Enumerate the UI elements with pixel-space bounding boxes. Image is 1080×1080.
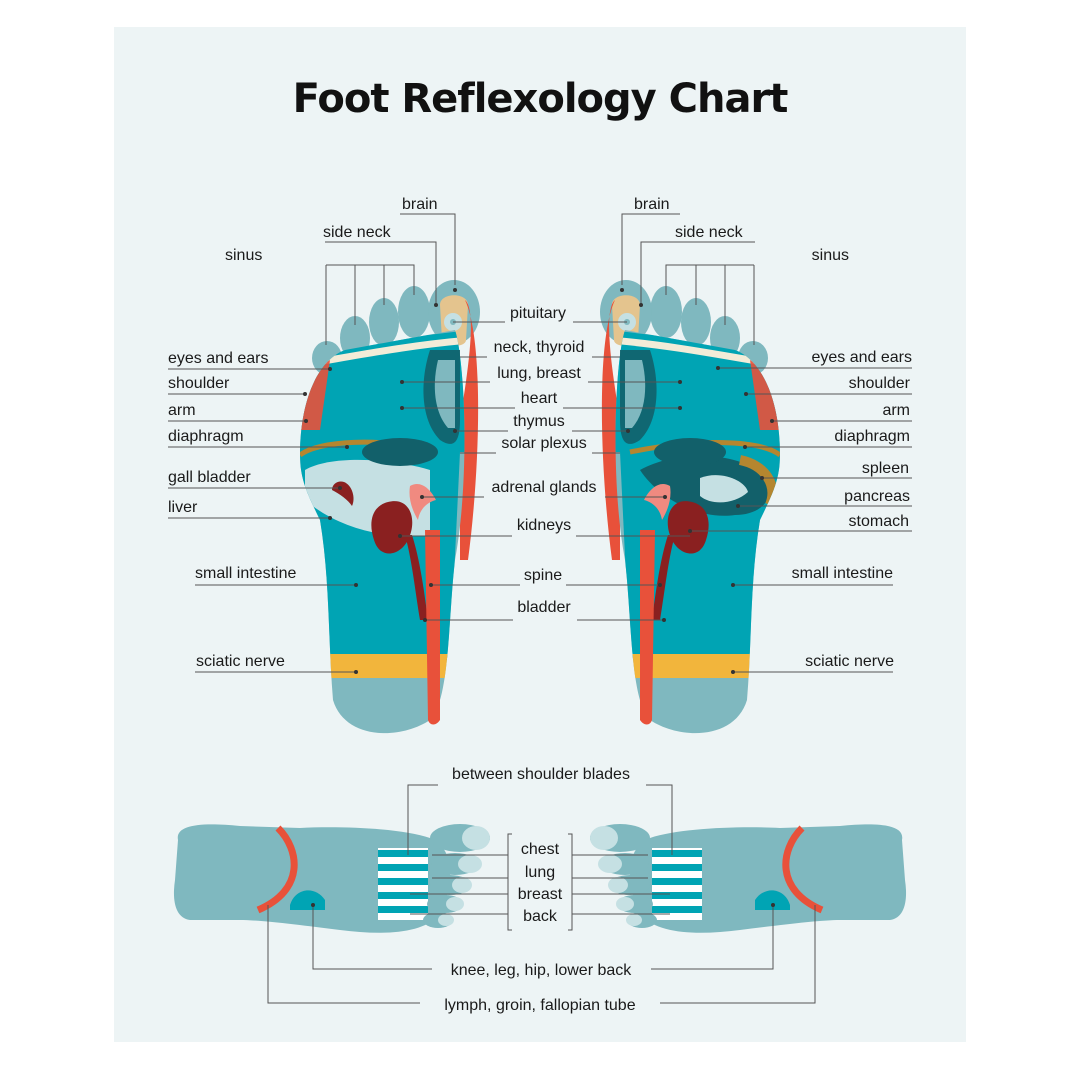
label-gall-bladder: gall bladder bbox=[168, 469, 251, 486]
label-liver: liver bbox=[168, 499, 198, 516]
label-right-arm: arm bbox=[882, 402, 910, 419]
right-labels: brain side neck sinus eyes and ears shou… bbox=[634, 196, 912, 670]
label-lymph-groin-fallopian-tube: lymph, groin, fallopian tube bbox=[444, 997, 635, 1014]
left-labels: brain side neck sinus eyes and ears shou… bbox=[168, 196, 438, 670]
label-pituitary: pituitary bbox=[510, 305, 566, 322]
label-right-small-intestine: small intestine bbox=[792, 565, 893, 582]
leader-lines bbox=[168, 213, 912, 1004]
label-spine: spine bbox=[524, 567, 562, 584]
label-neck-thyroid: neck, thyroid bbox=[494, 339, 585, 356]
label-lung-breast: lung, breast bbox=[497, 365, 581, 382]
label-right-brain: brain bbox=[634, 196, 670, 213]
right-foot-sole bbox=[600, 280, 780, 734]
label-right-eyes-and-ears: eyes and ears bbox=[811, 349, 912, 366]
label-pancreas: pancreas bbox=[844, 488, 910, 505]
top-view-labels: between shoulder blades chest lung breas… bbox=[444, 766, 635, 1014]
label-heart: heart bbox=[521, 390, 558, 407]
label-between-shoulder-blades: between shoulder blades bbox=[452, 766, 630, 783]
label-left-diaphragm: diaphragm bbox=[168, 428, 244, 445]
label-right-sciatic-nerve: sciatic nerve bbox=[805, 653, 894, 670]
label-right-shoulder: shoulder bbox=[849, 375, 911, 392]
right-foot-top-view bbox=[590, 824, 907, 933]
label-stomach: stomach bbox=[849, 513, 909, 530]
label-left-brain: brain bbox=[402, 196, 438, 213]
center-labels: pituitary neck, thyroid lung, breast hea… bbox=[492, 305, 597, 616]
label-right-side-neck: side neck bbox=[675, 224, 744, 241]
label-spleen: spleen bbox=[862, 460, 909, 477]
chart-title: Foot Reflexology Chart bbox=[292, 76, 789, 122]
label-chest: chest bbox=[521, 841, 560, 858]
label-left-arm: arm bbox=[168, 402, 196, 419]
label-breast: breast bbox=[518, 886, 563, 903]
label-lung: lung bbox=[525, 864, 555, 881]
left-foot-top-view bbox=[173, 824, 490, 933]
label-solar-plexus: solar plexus bbox=[501, 435, 586, 452]
label-left-sciatic-nerve: sciatic nerve bbox=[196, 653, 285, 670]
label-adrenal-glands: adrenal glands bbox=[492, 479, 597, 496]
label-left-side-neck: side neck bbox=[323, 224, 392, 241]
label-right-sinus: sinus bbox=[812, 247, 849, 264]
left-toes bbox=[312, 280, 480, 560]
label-bladder: bladder bbox=[517, 599, 571, 616]
label-knee-leg-hip-lower-back: knee, leg, hip, lower back bbox=[451, 962, 633, 979]
label-left-small-intestine: small intestine bbox=[195, 565, 296, 582]
label-kidneys: kidneys bbox=[517, 517, 571, 534]
label-left-sinus: sinus bbox=[225, 247, 262, 264]
leader-dots bbox=[303, 288, 775, 907]
label-thymus: thymus bbox=[513, 413, 565, 430]
left-foot-sole bbox=[300, 280, 480, 734]
label-left-eyes-and-ears: eyes and ears bbox=[168, 350, 269, 367]
label-left-shoulder: shoulder bbox=[168, 375, 230, 392]
label-right-diaphragm: diaphragm bbox=[834, 428, 910, 445]
label-back: back bbox=[523, 908, 558, 925]
